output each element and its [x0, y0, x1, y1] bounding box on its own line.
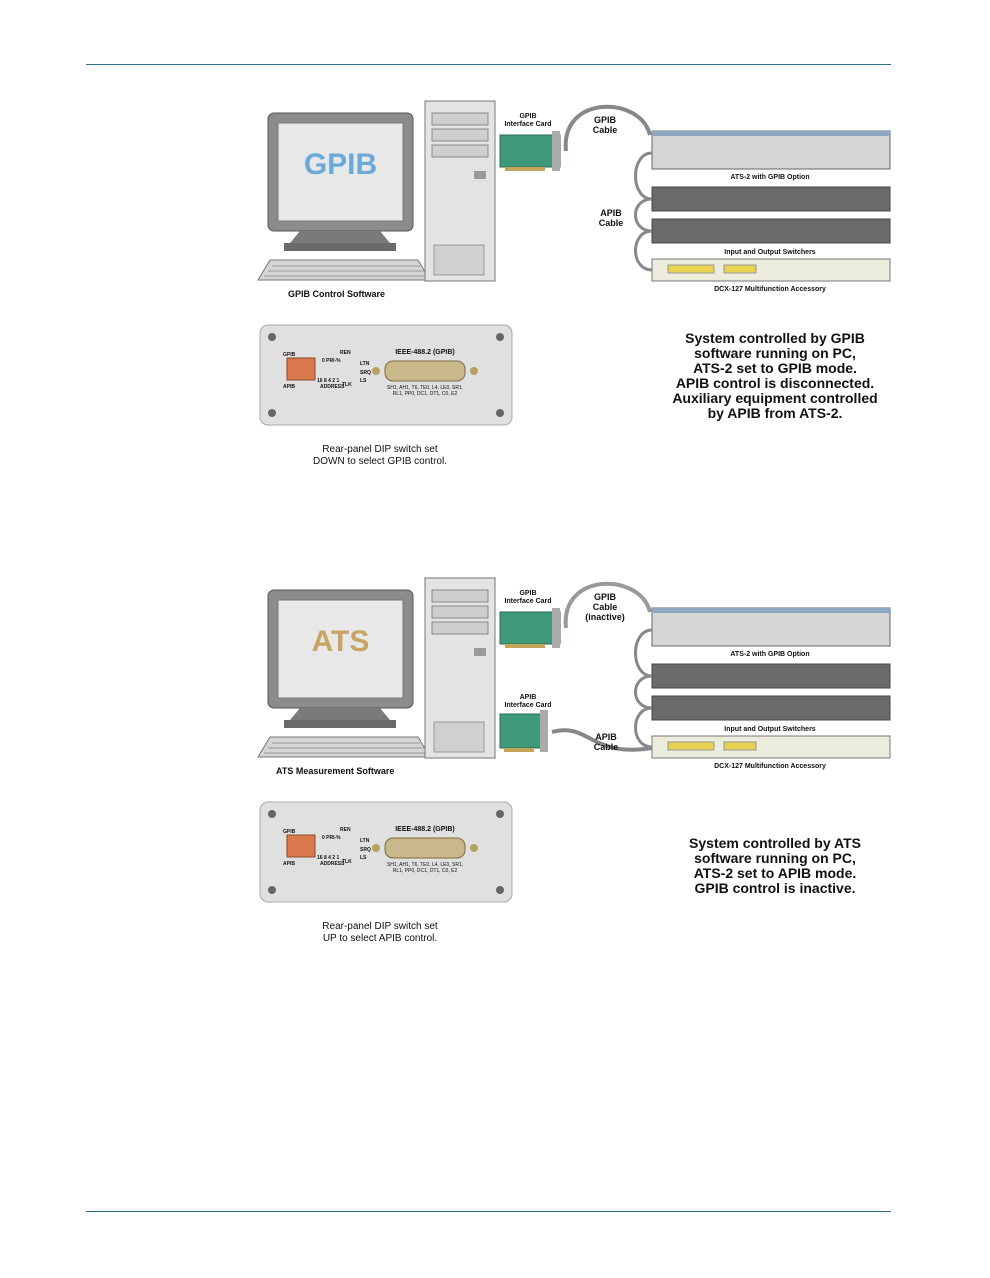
- apib-cable: [634, 151, 653, 272]
- dip-right-label: 0 PRI-%: [322, 358, 341, 364]
- pc-tower: [424, 577, 496, 759]
- footer-rule: [86, 1211, 891, 1212]
- dip-bottom-label: APIB: [283, 384, 295, 390]
- system-description: System controlled by ATS software runnin…: [689, 835, 861, 896]
- header-rule: [86, 64, 891, 65]
- gpib-cable-label: GPIB Cable: [592, 115, 618, 135]
- gpib-cable: [563, 104, 652, 152]
- switcher-units: [651, 186, 891, 244]
- dip-address: ADDRESS: [320, 384, 345, 390]
- dip-top-label: GPIB: [283, 352, 296, 358]
- ats-control-diagram: ATS ATS Measurement Software GPIB Interf…: [0, 572, 990, 992]
- panel-sub: SH1, AH1, T6, TE0, L4, LE0, SR1, RL1, PP…: [386, 862, 464, 874]
- computer-label: GPIB Control Software: [288, 289, 386, 299]
- apib-interface-card: [499, 710, 548, 752]
- apib-cable-label: APIB Cable: [593, 732, 619, 752]
- gpib-cable-label: GPIB Cable (inactive): [585, 592, 625, 622]
- apib-cable: [634, 628, 653, 749]
- panel-caption: Rear-panel DIP switch set UP to select A…: [322, 921, 438, 944]
- panel-title: IEEE-488.2 (GPIB): [395, 826, 455, 833]
- gpib-interface-card: [499, 608, 561, 648]
- led-label-ren: REN: [340, 350, 351, 356]
- dcx-unit: [651, 735, 891, 759]
- ats-diagram-drawing: [257, 577, 891, 903]
- monitor: [267, 112, 414, 251]
- dip-address: ADDRESS: [320, 861, 345, 867]
- dip-top-label: GPIB: [283, 829, 296, 835]
- dcx-label: DCX-127 Multifunction Accessory: [714, 763, 826, 770]
- rear-panel: [259, 801, 513, 903]
- monitor-screen-text: GPIB: [303, 148, 378, 181]
- pc-tower: [424, 100, 496, 282]
- rear-panel: [259, 324, 513, 426]
- apib-card-label: APIB Interface Card: [504, 694, 552, 709]
- ats2-label: ATS-2 with GPIB Option: [730, 651, 810, 658]
- dip-bottom-label: APIB: [283, 861, 295, 867]
- panel-sub: SH1, AH1, T6, TE0, L4, LE0, SR1, RL1, PP…: [386, 385, 464, 397]
- led-label-srq: SRQ: [360, 847, 371, 853]
- dip-numbers: 16 8 4 2 1: [317, 378, 340, 384]
- led-label-tlk: TLK: [342, 859, 352, 865]
- led-label-ltn: LTN: [360, 838, 370, 844]
- led-label-tlk: TLK: [342, 382, 352, 388]
- panel-caption: Rear-panel DIP switch set DOWN to select…: [313, 444, 447, 467]
- system-description: System controlled by GPIB software runni…: [672, 330, 878, 421]
- keyboard-icon: [257, 736, 431, 758]
- apib-cable-label: APIB Cable: [598, 208, 624, 228]
- gpib-cable: [563, 581, 652, 629]
- gpib-diagram-drawing: [257, 100, 891, 426]
- gpib-card-label: GPIB Interface Card: [504, 113, 552, 128]
- gpib-interface-card: [499, 131, 561, 171]
- led-label-ltn: LTN: [360, 361, 370, 367]
- ats2-label: ATS-2 with GPIB Option: [730, 174, 810, 181]
- gpib-card-label: GPIB Interface Card: [504, 590, 552, 605]
- ats2-unit: [651, 130, 891, 170]
- apib-pc-cable: [551, 728, 653, 752]
- led-label-ls: LS: [360, 855, 367, 861]
- dip-right-label: 0 PRI-%: [322, 835, 341, 841]
- switcher-units: [651, 663, 891, 721]
- dip-numbers: 16 8 4 2 1: [317, 855, 340, 861]
- dcx-label: DCX-127 Multifunction Accessory: [714, 286, 826, 293]
- monitor-screen-text: ATS: [311, 625, 370, 658]
- ats2-unit: [651, 607, 891, 647]
- dcx-unit: [651, 258, 891, 282]
- led-label-ren: REN: [340, 827, 351, 833]
- gpib-control-diagram: GPIB GPIB Control Software GPIB Interfac…: [0, 95, 990, 515]
- led-label-srq: SRQ: [360, 370, 371, 376]
- led-label-ls: LS: [360, 378, 367, 384]
- monitor: [267, 589, 414, 728]
- keyboard-icon: [257, 259, 431, 281]
- computer-label: ATS Measurement Software: [276, 766, 395, 776]
- switchers-label: Input and Output Switchers: [724, 726, 816, 733]
- panel-title: IEEE-488.2 (GPIB): [395, 349, 455, 356]
- switchers-label: Input and Output Switchers: [724, 249, 816, 256]
